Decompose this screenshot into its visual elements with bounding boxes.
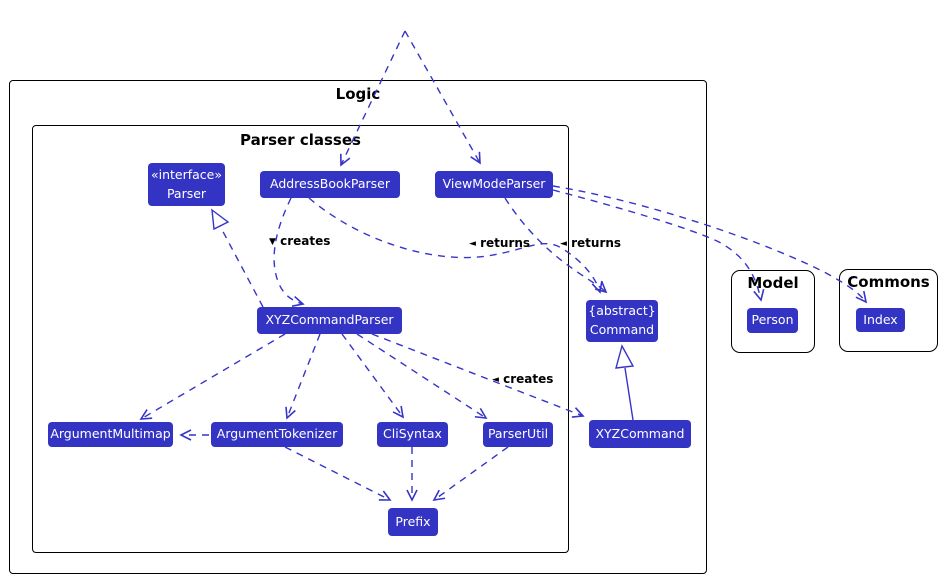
class-viewmodeparser: ViewModeParser: [435, 171, 553, 198]
edge-xyzcommandparser-realizes-parser: [211, 208, 264, 308]
frame-commons: [839, 269, 938, 352]
edge-label-returns-left-text: returns: [480, 236, 531, 250]
edge-label-creates-top-text: creates: [280, 234, 331, 248]
frame-model-title: Model: [747, 274, 799, 292]
edge-xyzcommandparser-to-argumentmultimap: [139, 333, 286, 420]
edge-xyzcommandparser-to-clisyntax: [341, 333, 405, 419]
frame-parser-classes: [32, 125, 569, 553]
edge-argumenttokenizer-to-prefix: [284, 446, 392, 501]
class-command: {abstract} Command: [586, 300, 658, 342]
class-person-name: Person: [751, 312, 794, 328]
direction-triangle-icon: ▼: [269, 237, 276, 247]
edge-label-returns-left: ◄ returns: [469, 236, 530, 250]
direction-triangle-icon: ◄: [560, 239, 567, 249]
edge-xyzcommandparser-creates-xyzcommand: [371, 333, 585, 418]
class-command-name: Command: [589, 322, 655, 337]
class-argumenttokenizer-name: ArgumentTokenizer: [216, 426, 338, 442]
edge-outside-to-addressbookparser: [339, 30, 406, 167]
class-viewmodeparser-name: ViewModeParser: [442, 176, 546, 192]
edge-xyzcommandparser-to-argumenttokenizer: [285, 333, 321, 420]
edge-viewmodeparser-to-index: [552, 185, 868, 304]
class-xyzcommandparser-name: XYZCommandParser: [265, 312, 394, 328]
direction-triangle-icon: ◄: [469, 239, 476, 249]
edge-addressbookparser-returns-command: [308, 197, 603, 294]
edge-label-creates-bottom-text: creates: [503, 372, 554, 386]
class-person: Person: [747, 308, 798, 333]
edge-label-creates-bottom: ◄ creates: [492, 372, 553, 386]
edge-parserutil-to-prefix: [432, 446, 509, 502]
class-clisyntax: CliSyntax: [377, 422, 448, 447]
edge-label-creates-top: ▼ creates: [269, 234, 330, 248]
edge-viewmodeparser-returns-command: [504, 197, 608, 294]
class-argumentmultimap: ArgumentMultimap: [48, 422, 173, 447]
direction-triangle-icon: ◄: [492, 375, 499, 385]
frame-logic: [9, 80, 707, 574]
edge-xyzcommandparser-to-parserutil: [356, 333, 488, 419]
edge-outside-to-viewmodeparser: [404, 30, 481, 165]
frame-commons-title: Commons: [847, 273, 930, 291]
class-parserutil: ParserUtil: [483, 422, 553, 447]
class-parser-name: Parser: [166, 185, 207, 201]
class-xyzcommand: XYZCommand: [589, 420, 691, 448]
class-command-stereotype: {abstract}: [588, 303, 656, 319]
class-parser-interface: «interface» Parser: [148, 163, 225, 206]
edge-xyzcommand-inherits-command: [615, 344, 635, 421]
edge-label-returns-right: ◄ returns: [560, 236, 621, 250]
edge-addressbookparser-creates-xyzcommandparser: [273, 197, 305, 307]
frame-logic-title: Logic: [335, 85, 381, 103]
class-prefix: Prefix: [388, 508, 438, 536]
class-addressbookparser-name: AddressBookParser: [269, 176, 390, 192]
frame-parser-classes-title: Parser classes: [240, 131, 361, 149]
class-prefix-name: Prefix: [395, 513, 431, 529]
frame-model: [731, 270, 815, 353]
class-parserutil-name: ParserUtil: [487, 426, 549, 442]
class-index: Index: [856, 308, 905, 332]
class-xyzcommandparser: XYZCommandParser: [257, 307, 402, 334]
class-argumenttokenizer: ArgumentTokenizer: [211, 422, 343, 447]
class-argumentmultimap-name: ArgumentMultimap: [50, 426, 171, 442]
class-addressbookparser: AddressBookParser: [260, 171, 400, 198]
class-xyzcommand-name: XYZCommand: [595, 425, 685, 441]
class-parser-stereotype: «interface»: [150, 166, 223, 182]
class-index-name: Index: [863, 311, 898, 327]
edge-viewmodeparser-to-person: [552, 189, 765, 302]
edge-label-returns-right-text: returns: [571, 236, 622, 250]
class-clisyntax-name: CliSyntax: [383, 426, 442, 442]
